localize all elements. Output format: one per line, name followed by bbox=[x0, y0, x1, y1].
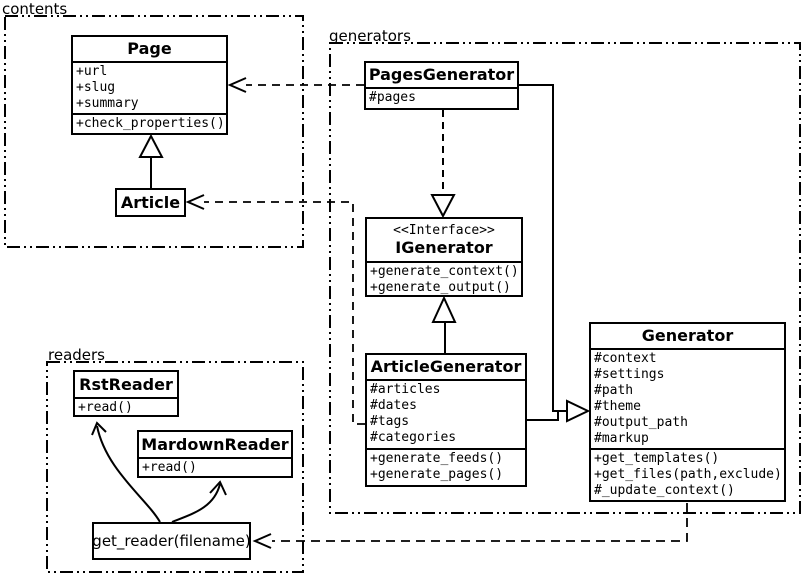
attribute: #categories bbox=[370, 430, 457, 445]
class-pagesgenerator: PagesGenerator #pages bbox=[364, 61, 519, 110]
class-page: Page +url +slug +summary +check_properti… bbox=[71, 35, 228, 135]
attribute: +url bbox=[76, 64, 108, 79]
dependency-articlegenerator-article bbox=[185, 194, 365, 425]
generalization-article-page bbox=[138, 133, 164, 188]
method: +read() bbox=[142, 460, 197, 475]
method: +get_templates() bbox=[594, 451, 720, 466]
class-rstreader-title: RstReader bbox=[79, 374, 173, 394]
class-generator-title: Generator bbox=[641, 326, 734, 345]
class-articlegenerator-attributes: #articles #dates #tags #categories bbox=[367, 379, 525, 448]
function-get-reader: get_reader(filename) bbox=[92, 522, 251, 560]
class-igenerator-methods: +generate_context() +generate_output() bbox=[367, 261, 521, 295]
method: +get_files(path,exclude) bbox=[594, 467, 782, 482]
attribute: #dates bbox=[370, 398, 417, 413]
realization-pagesgenerator-igenerator bbox=[430, 110, 456, 219]
attribute: #context bbox=[594, 351, 657, 366]
package-generators-border bbox=[329, 42, 801, 514]
method: #_update_context() bbox=[594, 483, 735, 498]
package-borders bbox=[4, 15, 801, 573]
method: +generate_context() bbox=[370, 264, 519, 279]
attribute: +slug bbox=[76, 80, 116, 95]
method: +generate_pages() bbox=[370, 467, 504, 482]
class-articlegenerator-methods: +generate_feeds() +generate_pages() bbox=[367, 448, 525, 485]
class-name: IGenerator bbox=[395, 238, 493, 257]
class-page-attributes: +url +slug +summary bbox=[73, 61, 226, 113]
attribute: #settings bbox=[594, 367, 665, 382]
class-articlegenerator-title: ArticleGenerator bbox=[370, 357, 522, 376]
attribute: #pages bbox=[369, 90, 416, 105]
package-generators-label: generators bbox=[329, 27, 411, 45]
class-mardownreader-title: MardownReader bbox=[141, 434, 289, 454]
class-pagesgenerator-title: PagesGenerator bbox=[368, 65, 515, 84]
class-article-title: Article bbox=[120, 192, 181, 212]
class-page-methods: +check_properties() bbox=[73, 113, 226, 133]
attribute: #tags bbox=[370, 414, 410, 429]
package-readers-border bbox=[46, 361, 304, 573]
attribute: #articles bbox=[370, 382, 441, 397]
generalization-generators-generator bbox=[519, 84, 591, 423]
method: +generate_feeds() bbox=[370, 451, 504, 466]
dependency-generator-getreader bbox=[252, 503, 688, 549]
class-articlegenerator: ArticleGenerator #articles #dates #tags … bbox=[365, 353, 527, 487]
package-contents-border bbox=[4, 15, 304, 248]
class-generator: Generator #context #settings #path #them… bbox=[589, 322, 786, 502]
class-rstreader-methods: +read() bbox=[75, 397, 177, 415]
class-rstreader: RstReader +read() bbox=[73, 370, 179, 417]
class-pagesgenerator-attributes: #pages bbox=[366, 87, 517, 108]
attribute: #output_path bbox=[594, 415, 688, 430]
method: +generate_output() bbox=[370, 280, 511, 295]
class-mardownreader-methods: +read() bbox=[139, 457, 291, 476]
generalization-articlegenerator-igenerator bbox=[431, 295, 457, 353]
class-igenerator-title: <<Interface>> IGenerator bbox=[367, 219, 521, 261]
class-igenerator: <<Interface>> IGenerator +generate_conte… bbox=[365, 217, 523, 297]
class-article: Article bbox=[115, 188, 186, 217]
arrow-getreader-mardownreader bbox=[171, 480, 227, 523]
attribute: #path bbox=[594, 383, 634, 398]
class-generator-attributes: #context #settings #path #theme #output_… bbox=[591, 348, 784, 448]
package-readers-label: readers bbox=[48, 346, 105, 364]
attribute: +summary bbox=[76, 96, 139, 111]
class-mardownreader: MardownReader +read() bbox=[137, 430, 293, 478]
method: +read() bbox=[78, 400, 133, 415]
class-page-title: Page bbox=[127, 39, 172, 58]
class-generator-methods: +get_templates() +get_files(path,exclude… bbox=[591, 448, 784, 500]
attribute: #markup bbox=[594, 431, 649, 446]
package-contents-label: contents bbox=[2, 0, 68, 18]
stereotype: <<Interface>> bbox=[393, 223, 495, 238]
arrow-getreader-rstreader bbox=[91, 421, 161, 523]
attribute: #theme bbox=[594, 399, 641, 414]
method: +check_properties() bbox=[76, 116, 225, 131]
dependency-pagesgenerator-page bbox=[227, 77, 364, 93]
